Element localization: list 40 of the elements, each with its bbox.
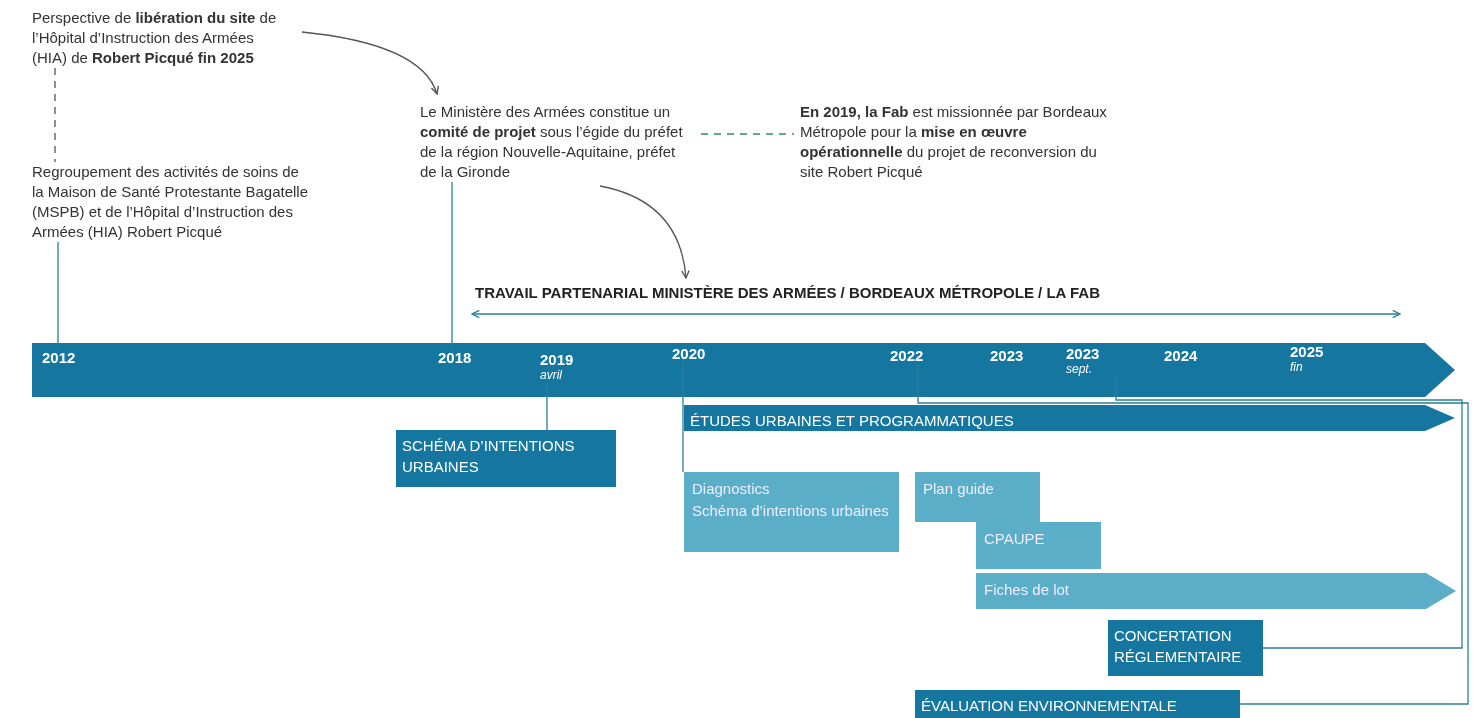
- note-text: Le Ministère des Armées constitue un comité de projet sous l’égide du préfet de la région Nouvelle-Aquitaine, préfet de la Gironde: [420, 102, 695, 182]
- phase-label: Diagnostics: [692, 479, 771, 499]
- phase-box: [684, 472, 899, 552]
- arrow: [599, 185, 690, 279]
- year-label: 2023: [990, 347, 1025, 364]
- phase-label: Schéma d’intentions urbaines: [692, 501, 890, 521]
- connector-line: [917, 363, 1469, 705]
- year-label: 2025: [1290, 343, 1325, 360]
- connector-line: [546, 381, 548, 431]
- arrow: [301, 31, 439, 95]
- year-label: 2018: [438, 349, 473, 366]
- year-label: 2024: [1164, 347, 1199, 364]
- note-text: Perspective de libération du site de l’Hôpital d’Instruction des Armées (HIA) de Robert Picqué fin 2025: [32, 8, 287, 68]
- connector-line: [57, 241, 59, 350]
- note-text: Regroupement des activités de soins de la Maison de Santé Protestante Bagatelle (MSPB) et de l’Hôpital d’Instruction des Armées (HIA) Robert Picqué: [32, 162, 312, 242]
- connector-line: [1115, 375, 1463, 649]
- dashed-line: [54, 67, 56, 163]
- note-text: En 2019, la Fab est missionnée par Bordeaux Métropole pour la mise en œuvre opérationnelle du projet de reconversion du site Robert Picqué: [800, 102, 1115, 182]
- date-note: sept.: [1066, 362, 1093, 376]
- connector-line: [451, 181, 453, 350]
- year-label: 2023: [1066, 345, 1101, 362]
- year-label: 2012: [42, 349, 77, 366]
- phase-box: Plan guide: [915, 472, 1040, 522]
- connector-line: [682, 361, 684, 473]
- timeline-bar: [32, 343, 1455, 397]
- date-note: fin: [1290, 360, 1304, 374]
- phase-bar: Fiches de lot: [976, 573, 1456, 609]
- node-label: Plan guide: [923, 480, 994, 497]
- year-label: 2022: [890, 347, 925, 364]
- phase-box: SCHÉMA D’INTENTIONS URBAINES: [396, 430, 616, 487]
- phase-bar: ÉTUDES URBAINES ET PROGRAMMATIQUES: [684, 405, 1455, 431]
- year-label: 2020: [672, 345, 707, 362]
- date-note: avril: [540, 368, 563, 382]
- node-label: CPAUPE: [984, 530, 1045, 547]
- dashed-line: [700, 133, 795, 135]
- phase-box: CPAUPE: [976, 522, 1101, 569]
- phase-box: ÉVALUATION ENVIRONNEMENTALE: [915, 690, 1240, 718]
- phase-box: CONCERTATION RÉGLEMENTAIRE: [1108, 620, 1263, 676]
- year-label: 2019: [540, 351, 575, 368]
- heading: TRAVAIL PARTENARIAL MINISTÈRE DES ARMÉES / BORDEAUX MÉTROPOLE / LA FAB: [475, 284, 1235, 301]
